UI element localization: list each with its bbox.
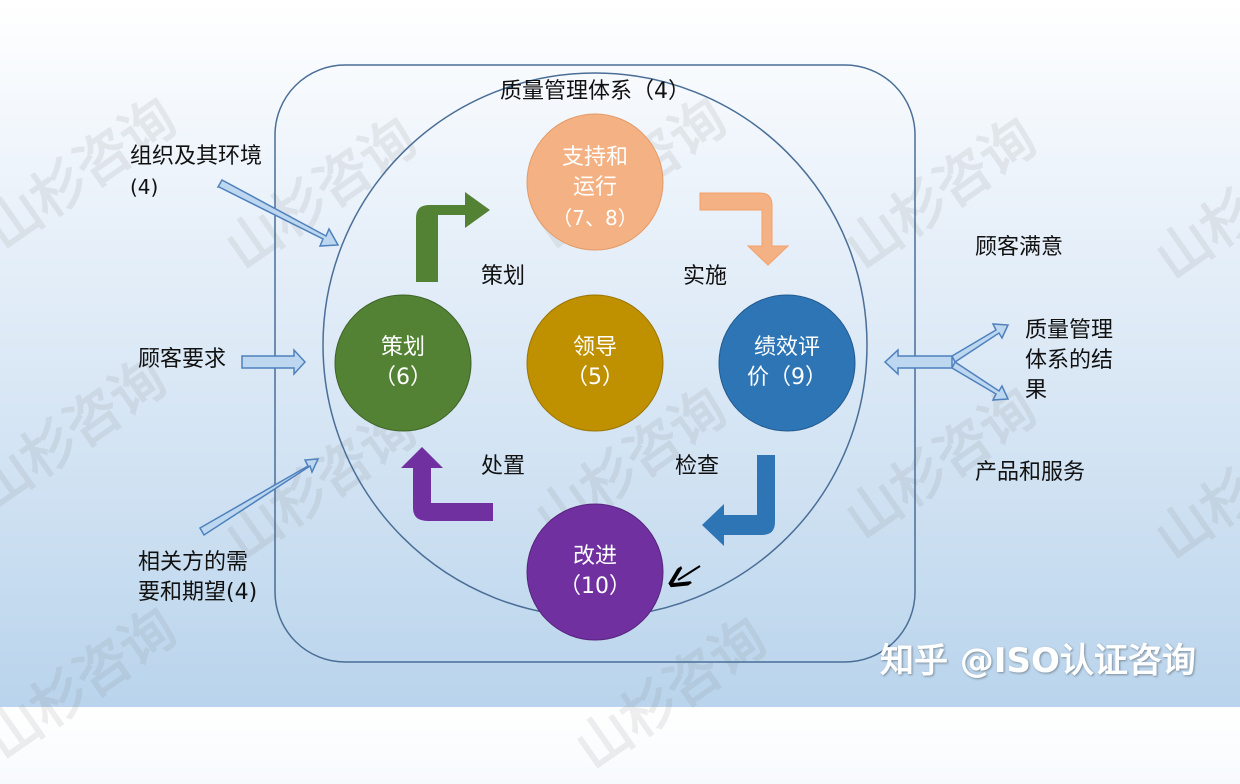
output-result-line1: 质量管理 xyxy=(1025,318,1114,343)
output-result-line2: 体系的结 xyxy=(1025,348,1114,373)
output-arrow-products xyxy=(951,360,1010,401)
output-satisfaction: 顾客满意 xyxy=(975,235,1064,260)
output-double-arrow xyxy=(883,348,953,376)
leader-label: 领导 （5） xyxy=(527,333,663,393)
plan-label: 策划 （6） xyxy=(335,333,471,393)
input-arrow-org xyxy=(216,178,340,247)
perf-line1: 绩效评 xyxy=(753,335,820,360)
improve-label: 改进 （10） xyxy=(527,542,663,602)
leader-circle xyxy=(526,294,664,432)
cycle-label-plan: 策划 xyxy=(481,264,526,289)
output-result-line3: 果 xyxy=(1025,378,1048,403)
input-arrow-customer xyxy=(241,348,307,376)
input-parties-line1: 相关方的需 xyxy=(138,550,249,575)
improve-pointer xyxy=(678,565,701,580)
cycle-label-check: 检查 xyxy=(675,454,720,479)
cycle-arrow-act xyxy=(401,447,493,521)
qms-diagram: 山杉咨询 山杉咨询 山杉咨询 山杉咨询 山杉咨询 山杉咨询 山杉咨询 山杉咨询 … xyxy=(0,64,1240,781)
improve-circle xyxy=(526,503,664,641)
diagram-shapes xyxy=(198,64,1010,663)
input-customer-req: 顾客要求 xyxy=(138,347,227,372)
support-num: （7、8） xyxy=(552,206,638,230)
support-circle xyxy=(526,113,664,251)
perf-label: 绩效评 价（9） xyxy=(719,333,855,393)
input-org-line2: (4) xyxy=(130,175,159,199)
input-arrow-parties xyxy=(198,458,320,537)
improve-name: 改进 xyxy=(572,544,617,569)
support-label: 支持和 运行 （7、8） xyxy=(527,143,663,233)
perf-line2: 价（9） xyxy=(747,365,827,390)
perf-circle xyxy=(718,294,856,432)
output-products: 产品和服务 xyxy=(975,460,1086,485)
cycle-label-act: 处置 xyxy=(481,454,526,479)
cycle-arrow-plan xyxy=(416,192,490,282)
improve-num: （10） xyxy=(559,574,631,599)
leader-num: （5） xyxy=(566,365,624,390)
support-line2: 运行 xyxy=(572,175,617,200)
output-arrow-satisfaction xyxy=(951,323,1010,364)
support-line1: 支持和 xyxy=(561,145,628,170)
plan-num: （6） xyxy=(374,365,432,390)
plan-circle xyxy=(334,294,472,432)
input-parties-line2: 要和期望(4) xyxy=(138,580,258,605)
cycle-arrow-check xyxy=(702,455,775,546)
qms-title: 质量管理体系（4） xyxy=(500,79,690,104)
cycle-arrow-do xyxy=(699,192,790,266)
plan-name: 策划 xyxy=(380,335,425,360)
input-org-line1: 组织及其环境 xyxy=(130,144,263,169)
leader-name: 领导 xyxy=(572,335,617,360)
credit-watermark: 知乎 @ISO认证咨询 xyxy=(880,641,1196,681)
cycle-label-do: 实施 xyxy=(683,264,728,289)
